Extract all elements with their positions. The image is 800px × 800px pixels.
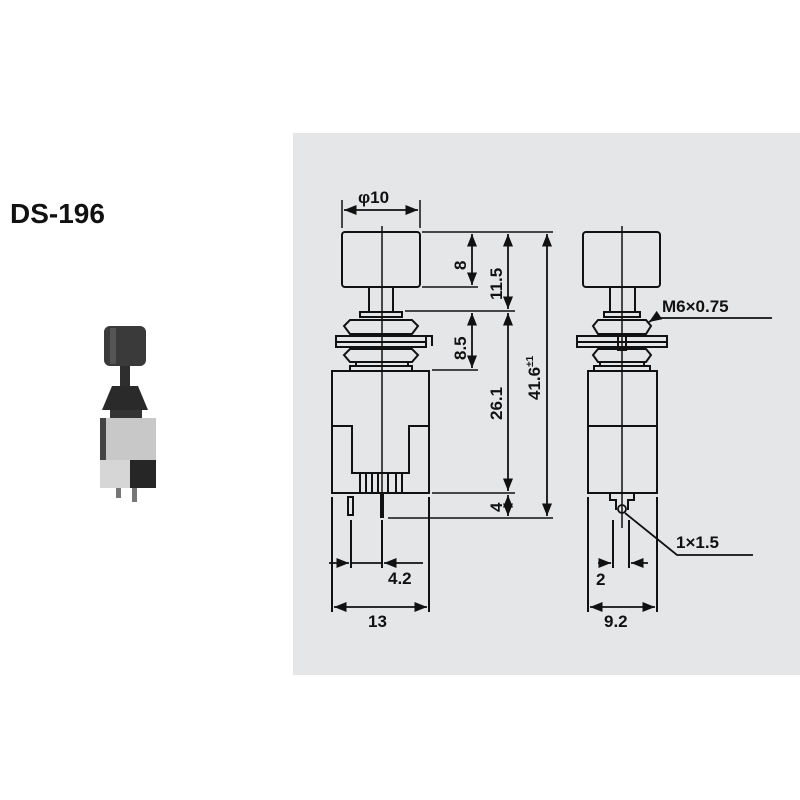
dim-cap-to-bushing: 11.5 [487,268,506,300]
dim-body-height: 26.1 [487,387,506,420]
dim-total-height-tolerance: ±1 [525,355,536,366]
side-view [576,226,668,612]
dim-thread: M6×0.75 [662,297,729,316]
dim-cap-diameter: φ10 [358,188,389,207]
dim-pin-offset: 2 [596,570,605,589]
dim-pin-spacing: 4.2 [388,569,412,588]
dim-cap-height: 8 [451,261,470,270]
model-title: DS-196 [10,198,105,229]
product-photo [100,326,156,502]
dim-terminal-hole: 1×1.5 [676,533,719,552]
dim-total-height-value: 41.6 [525,367,544,400]
dim-pin-length: 4 [487,502,506,512]
dim-body-depth: 9.2 [604,612,628,631]
front-view [331,200,553,612]
dim-body-width: 13 [368,612,387,631]
dim-bushing-height: 8.5 [451,336,470,360]
dim-total-height: 41.6±1 [525,355,544,400]
